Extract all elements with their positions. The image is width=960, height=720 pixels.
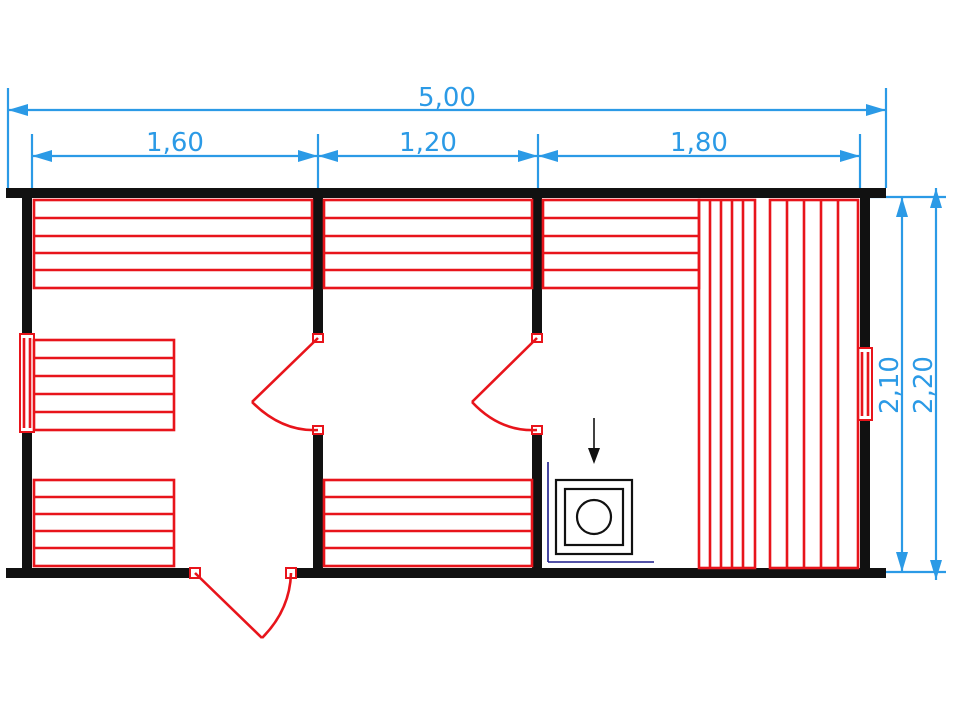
dimension-label-total-width: 5,00 bbox=[418, 83, 476, 113]
bench-room-3-top bbox=[541, 198, 701, 290]
window-left bbox=[19, 333, 35, 433]
wall-bottom-left bbox=[6, 568, 192, 578]
bench-room-1-left bbox=[32, 338, 176, 432]
stove-icon bbox=[547, 462, 654, 563]
dimension-room-2: 1,20 bbox=[318, 128, 538, 162]
partition-2-lower bbox=[532, 432, 542, 570]
arrow-down-icon bbox=[588, 418, 600, 464]
bench-room-2-top bbox=[322, 198, 534, 290]
partition-2-upper bbox=[532, 198, 542, 334]
dimensions: 5,00 1,60 1,20 1,80 2,10 bbox=[6, 83, 946, 580]
dimension-room-1: 1,60 bbox=[32, 128, 318, 162]
dimension-label-room-3: 1,80 bbox=[670, 128, 728, 158]
dimension-label-outer-height: 2,20 bbox=[909, 356, 939, 414]
dimension-inner-height: 2,10 bbox=[875, 197, 908, 572]
partition-1-upper bbox=[313, 198, 323, 334]
partition-1-lower bbox=[313, 432, 323, 570]
bench-room-3-vertical-outer bbox=[768, 198, 860, 570]
dimension-label-inner-height: 2,10 bbox=[875, 356, 905, 414]
door-entrance bbox=[189, 567, 297, 639]
bench-room-3-vertical-inner bbox=[697, 198, 757, 570]
dimension-outer-height: 2,20 bbox=[909, 188, 942, 580]
dimension-label-room-1: 1,60 bbox=[146, 128, 204, 158]
wall-top bbox=[6, 188, 886, 198]
dimension-label-room-2: 1,20 bbox=[399, 128, 457, 158]
door-partition-1 bbox=[251, 333, 324, 435]
window-right bbox=[857, 347, 873, 421]
door-partition-2 bbox=[471, 333, 543, 435]
bench-room-2-bottom bbox=[322, 478, 534, 568]
dimension-total-width: 5,00 bbox=[8, 83, 886, 116]
bench-room-1-top bbox=[32, 198, 314, 290]
bench-room-1-bottom bbox=[32, 478, 176, 568]
dimension-room-3: 1,80 bbox=[538, 128, 860, 162]
wall-bottom-right bbox=[294, 568, 886, 578]
